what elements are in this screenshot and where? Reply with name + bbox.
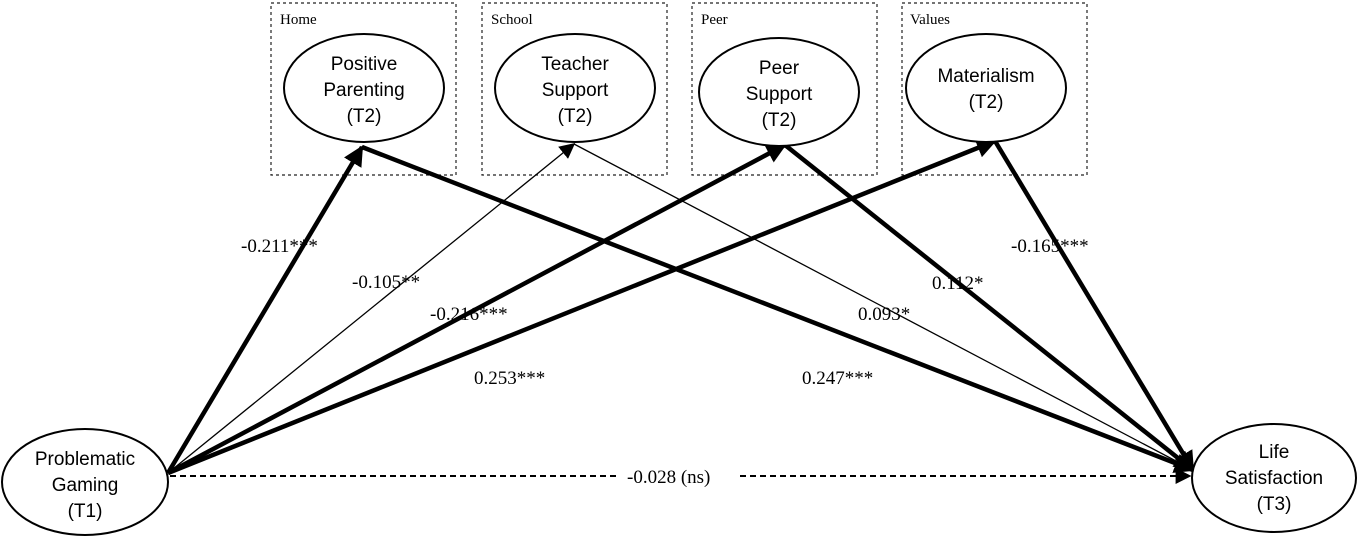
peer-group-label: Peer [701, 12, 728, 28]
coef-parenting-life: 0.247*** [802, 368, 873, 389]
node-label-line: (T3) [1257, 494, 1292, 515]
coef-gaming-teacher: -0.105** [352, 272, 420, 293]
coef-materialism-life: -0.165*** [1011, 236, 1089, 257]
node-life-satisfaction: Life Satisfaction (T3) [1191, 423, 1357, 533]
path-parenting-to-life [361, 144, 1195, 473]
path-peer-to-life [783, 143, 1195, 472]
node-positive-parenting: Positive Parenting (T2) [283, 33, 445, 143]
gaming-life-label-backing [618, 462, 738, 490]
node-label-line: Support [542, 80, 609, 101]
home-group-box [270, 2, 457, 176]
node-label-line: Satisfaction [1225, 468, 1323, 489]
path-gaming-to-teacher [167, 143, 576, 474]
path-gaming-to-materialism [167, 138, 997, 476]
node-label-line: Problematic [35, 449, 135, 470]
node-label-line: Life [1259, 442, 1290, 463]
path-gaming-to-parenting [166, 145, 364, 475]
school-group-box [481, 2, 668, 176]
peer-group-box [691, 2, 878, 176]
node-label-line: (T1) [68, 501, 103, 522]
coef-peer-life: 0.112* [932, 273, 984, 294]
node-label-line: Teacher [541, 54, 609, 75]
values-group-box [901, 2, 1088, 176]
node-label-line: Positive [331, 54, 398, 75]
path-gaming-to-peer [166, 143, 787, 475]
node-label-line: Materialism [937, 66, 1034, 87]
node-label-line: (T2) [969, 92, 1004, 113]
node-materialism: Materialism (T2) [905, 33, 1067, 143]
node-label-line: (T2) [762, 110, 797, 131]
coef-gaming-parenting: -0.211*** [241, 236, 318, 257]
path-materialism-to-life [993, 139, 1195, 472]
node-label-line: (T2) [347, 106, 382, 127]
home-group-label: Home [280, 12, 317, 28]
node-teacher-support: Teacher Support (T2) [494, 33, 656, 143]
node-label-line: Peer [759, 58, 800, 79]
node-label-line: Parenting [323, 80, 404, 101]
coef-gaming-life: -0.028 (ns) [627, 467, 710, 488]
node-label-line: (T2) [558, 106, 593, 127]
coef-teacher-life: 0.093* [858, 304, 910, 325]
path-teacher-to-life [573, 143, 1195, 471]
coef-gaming-peer: -0.216*** [430, 304, 508, 325]
node-peer-support: Peer Support (T2) [698, 37, 860, 147]
node-problematic-gaming: Problematic Gaming (T1) [1, 428, 169, 536]
coef-gaming-materialism: 0.253*** [474, 368, 545, 389]
values-group-label: Values [910, 12, 950, 28]
node-label-line: Gaming [52, 475, 119, 496]
node-label-line: Support [746, 84, 813, 105]
school-group-label: School [491, 12, 533, 28]
